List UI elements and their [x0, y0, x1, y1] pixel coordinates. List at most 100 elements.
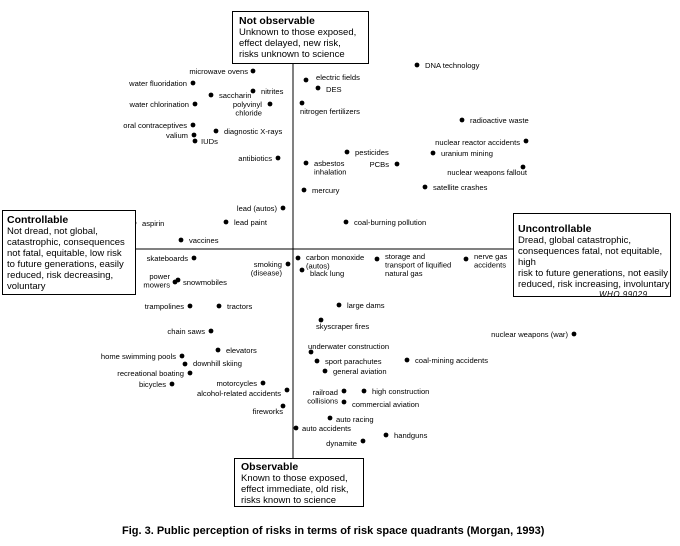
risk-marker-storage-transport-lng: [374, 256, 380, 262]
risk-marker-satellite-crashes: [422, 184, 428, 190]
risk-label-diagnostic-x-rays: diagnostic X-rays: [224, 127, 282, 136]
risk-marker-auto-racing: [327, 415, 333, 421]
risk-item-radioactive-waste: radioactive waste: [459, 116, 529, 125]
risk-label-lead-autos: lead (autos): [237, 204, 278, 213]
risk-marker-coal-burning-pollution: [343, 219, 349, 225]
risk-item-underwater-construction: underwater construction: [308, 342, 389, 355]
risk-item-nuclear-weapons-war: nuclear weapons (war): [491, 330, 577, 339]
risk-label-smoking-disease: smoking(disease): [251, 260, 283, 278]
risk-label-alcohol-related-accidents: alcohol-related accidents: [197, 389, 281, 398]
risk-marker-smoking-disease: [285, 261, 291, 267]
risk-item-mercury: mercury: [301, 186, 340, 195]
risk-item-coal-mining-accidents: coal-mining accidents: [404, 356, 488, 365]
risk-label-nuclear-weapons-fallout: nuclear weapons fallout: [447, 168, 528, 177]
risk-marker-skyscraper-fires: [318, 317, 324, 323]
risk-marker-elevators: [215, 347, 221, 353]
risk-label-satellite-crashes: satellite crashes: [433, 183, 488, 192]
risk-item-nitrites: nitrites: [250, 87, 284, 96]
risk-item-trampolines: trampolines: [145, 302, 193, 311]
risk-marker-trampolines: [187, 303, 193, 309]
risk-item-pcbs: PCBs: [370, 160, 400, 169]
risk-label-downhill-skiing: downhill skiing: [193, 359, 242, 368]
risk-item-lead-autos: lead (autos): [237, 204, 286, 213]
risk-label-radioactive-waste: radioactive waste: [470, 116, 529, 125]
risk-item-commercial-aviation: commercial aviation: [341, 399, 419, 409]
risk-item-valium: valium: [166, 131, 197, 140]
risk-marker-large-dams: [336, 302, 342, 308]
risk-marker-handguns: [383, 432, 389, 438]
risk-marker-carbon-monoxide-autos: [295, 255, 301, 261]
risk-label-tractors: tractors: [227, 302, 253, 311]
risk-label-elevators: elevators: [226, 346, 257, 355]
risk-item-home-swimming-pools: home swimming pools: [101, 352, 185, 361]
risk-item-nuclear-reactor-accidents: nuclear reactor accidents: [435, 138, 529, 147]
risk-item-aspirin: aspirin: [131, 219, 164, 228]
risk-label-dynamite: dynamite: [326, 439, 357, 448]
risk-marker-polyvinyl-chloride: [267, 101, 273, 107]
risk-item-motorcycles: motorcycles: [216, 379, 266, 388]
quadrant-title-top: Not observable: [239, 15, 315, 27]
risk-label-pesticides: pesticides: [355, 148, 389, 157]
risk-item-antibiotics: antibiotics: [238, 154, 281, 163]
risk-marker-fireworks: [280, 403, 286, 409]
risk-item-uranium-mining: uranium mining: [430, 149, 493, 158]
risk-marker-chain-saws: [208, 328, 214, 334]
risk-label-trampolines: trampolines: [145, 302, 184, 311]
risk-label-auto-accidents: auto accidents: [302, 424, 351, 433]
risk-item-sport-parachutes: sport parachutes: [314, 357, 382, 366]
risk-label-water-fluoridation: water fluoridation: [128, 79, 187, 88]
risk-label-nitrogen-fertilizers: nitrogen fertilizers: [300, 107, 360, 116]
risk-label-handguns: handguns: [394, 431, 428, 440]
risk-label-skyscraper-fires: skyscraper fires: [316, 322, 369, 331]
risk-item-chain-saws: chain saws: [167, 327, 214, 336]
risk-item-general-aviation: general aviation: [322, 367, 387, 376]
risk-marker-recreational-boating: [187, 370, 193, 376]
risk-marker-motorcycles: [260, 380, 266, 386]
risk-label-bicycles: bicycles: [139, 380, 166, 389]
risk-item-microwave-ovens: microwave ovens: [189, 67, 256, 76]
risk-item-diagnostic-x-rays: diagnostic X-rays: [213, 127, 282, 136]
risk-label-nitrites: nitrites: [261, 87, 284, 96]
risk-item-lead-paint: lead paint: [223, 218, 268, 227]
risk-label-auto-racing: auto racing: [336, 415, 374, 424]
risk-marker-black-lung: [299, 267, 305, 273]
risk-marker-coal-mining-accidents: [404, 357, 410, 363]
risk-marker-nuclear-weapons-fallout: [520, 164, 526, 170]
risk-marker-home-swimming-pools: [179, 353, 185, 359]
risk-label-carbon-monoxide-autos: carbon monoxide(autos): [306, 253, 364, 271]
risk-marker-dna-technology: [414, 62, 420, 68]
risk-marker-dynamite: [360, 438, 366, 444]
risk-marker-lead-autos: [280, 205, 286, 211]
risk-label-saccharin: saccharin: [219, 91, 252, 100]
risk-marker-sport-parachutes: [314, 358, 320, 364]
risk-marker-auto-accidents: [293, 425, 299, 431]
risk-marker-snowmobiles: [172, 279, 178, 285]
risk-label-vaccines: vaccines: [189, 236, 219, 245]
risk-item-recreational-boating: recreational boating: [117, 369, 193, 378]
risk-item-coal-burning-pollution: coal-burning pollution: [343, 218, 426, 227]
risk-item-auto-racing: auto racing: [327, 415, 374, 424]
risk-marker-downhill-skiing: [182, 361, 188, 367]
risk-item-alcohol-related-accidents: alcohol-related accidents: [197, 387, 290, 398]
risk-item-snowmobiles: snowmobiles: [172, 278, 227, 287]
risk-marker-underwater-construction: [308, 349, 314, 355]
risk-item-downhill-skiing: downhill skiing: [182, 359, 242, 368]
risk-label-skateboards: skateboards: [147, 254, 189, 263]
risk-item-saccharin: saccharin: [208, 91, 252, 100]
risk-marker-railroad-collisions: [341, 388, 347, 394]
risk-label-home-swimming-pools: home swimming pools: [101, 352, 176, 361]
risk-label-general-aviation: general aviation: [333, 367, 387, 376]
risk-item-des: DES: [315, 85, 342, 94]
risk-label-valium: valium: [166, 131, 188, 140]
risk-marker-electric-fields: [303, 77, 309, 83]
quadrant-label-bottom: Observable Known to those exposed, effec…: [234, 458, 364, 507]
